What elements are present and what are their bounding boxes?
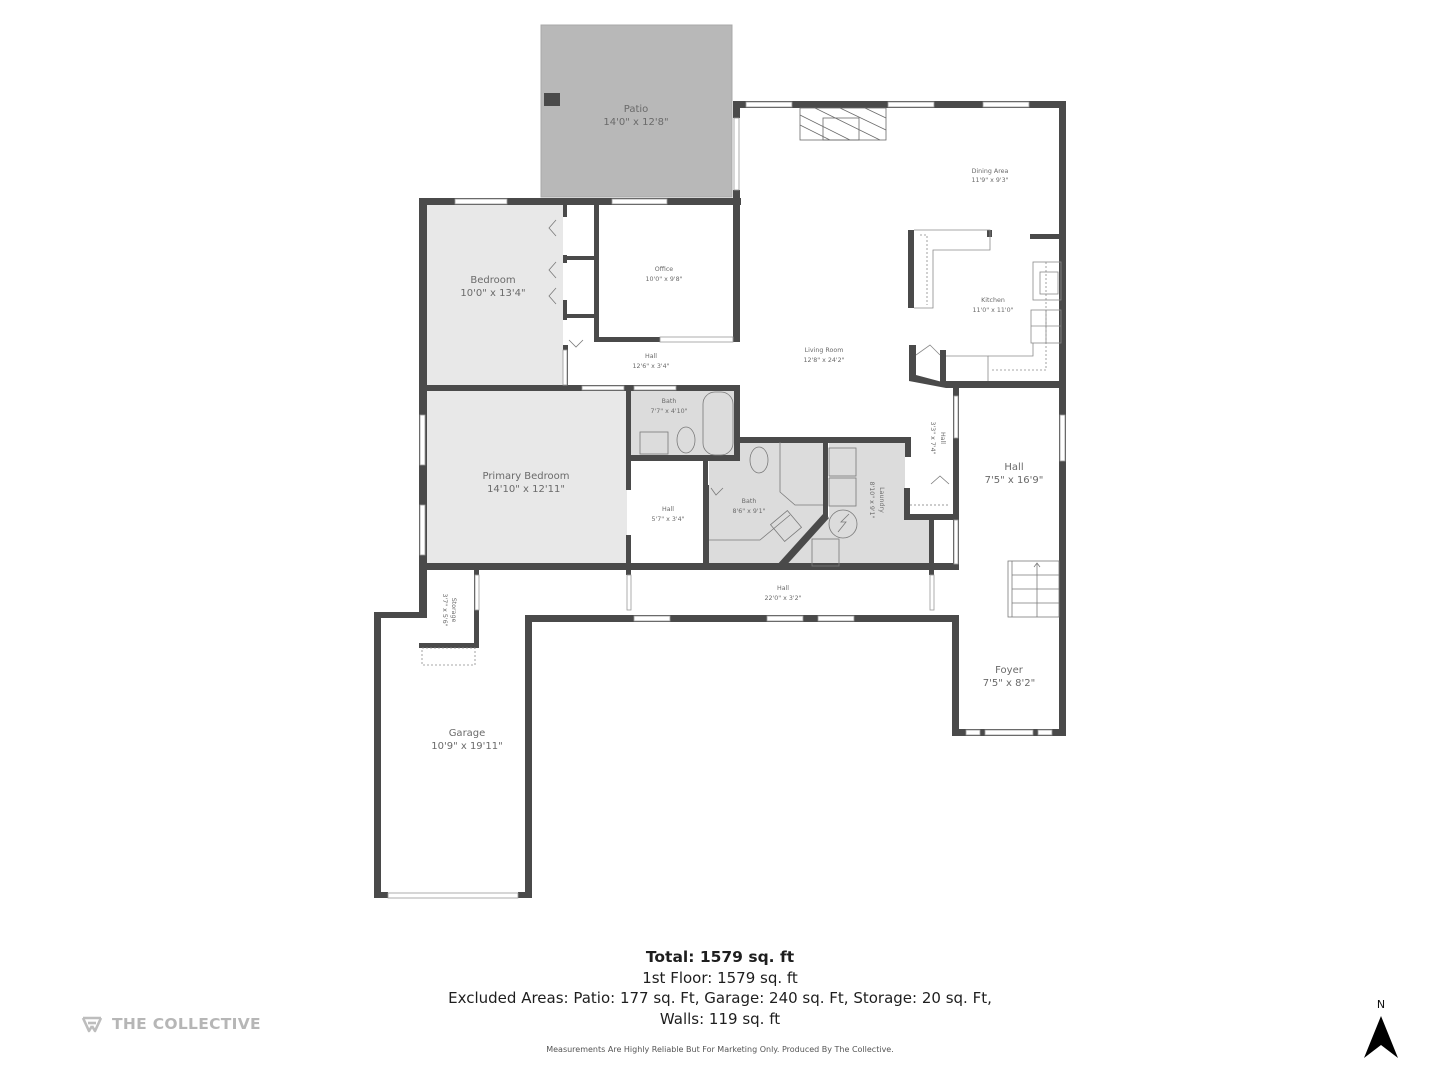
primary-bedroom-fill (427, 390, 627, 565)
room-dims-hall-small: 3'3" x 7'4" (929, 421, 936, 454)
room-name-hall-upper: Hall (645, 353, 657, 360)
collective-logo-icon (81, 1016, 103, 1033)
room-name-hall-mid: Hall (662, 506, 674, 513)
floor-plan: Patio 14'0" x 12'8" Dining Area 11'9" x … (374, 24, 1066, 899)
room-name-foyer: Foyer (995, 665, 1024, 676)
fireplace (799, 107, 887, 141)
room-name-garage: Garage (449, 728, 486, 739)
bath-fixtures (548, 219, 950, 567)
patio (540, 24, 733, 198)
room-name-patio: Patio (624, 104, 649, 115)
bedroom-fill (427, 205, 563, 385)
room-dims-garage: 10'9" x 19'11" (431, 741, 503, 752)
room-name-living: Living Room (805, 347, 844, 354)
room-dims-hall-right: 7'5" x 16'9" (985, 475, 1044, 486)
room-name-primary-bedroom: Primary Bedroom (482, 471, 569, 482)
north-label: N (1376, 998, 1386, 1011)
bath2-fill (709, 442, 823, 566)
room-dims-patio: 14'0" x 12'8" (603, 117, 668, 128)
room-dims-hall-upper: 12'6" x 3'4" (632, 363, 669, 370)
room-dims-hall-lower: 22'0" x 3'2" (764, 595, 801, 602)
disclaimer: Measurements Are Highly Reliable But For… (546, 1045, 894, 1054)
room-dims-foyer: 7'5" x 8'2" (983, 678, 1035, 689)
walls-area: Walls: 119 sq. ft (659, 1010, 781, 1028)
room-dims-storage: 3'7" x 5'6" (441, 593, 448, 626)
room-dims-bedroom: 10'0" x 13'4" (460, 288, 525, 299)
room-name-storage: Storage (450, 598, 457, 623)
room-name-hall-right: Hall (1004, 462, 1023, 473)
floor-area: 1st Floor: 1579 sq. ft (642, 969, 798, 987)
room-name-office: Office (655, 266, 674, 273)
room-name-bath2: Bath (742, 498, 757, 505)
room-dims-office: 10'0" x 9'8" (645, 276, 682, 283)
brand-name: THE COLLECTIVE (112, 1015, 261, 1033)
laundry-cabinet-fill (904, 520, 930, 566)
room-dims-primary-bedroom: 14'10" x 12'11" (487, 484, 565, 495)
north-compass: N (1356, 998, 1406, 1062)
excluded-areas: Excluded Areas: Patio: 177 sq. Ft, Garag… (448, 989, 992, 1007)
room-name-hall-small: Hall (939, 432, 946, 444)
room-name-dining: Dining Area (972, 168, 1009, 175)
kitchen-counter (914, 229, 1062, 381)
room-name-laundry: Laundry (878, 487, 885, 513)
room-name-bedroom: Bedroom (470, 275, 515, 286)
room-dims-hall-mid: 5'7" x 3'4" (651, 516, 684, 523)
total-area: Total: 1579 sq. ft (645, 948, 795, 966)
room-dims-laundry: 8'10" x 9'1" (868, 481, 875, 518)
stairs (1007, 560, 1060, 618)
storage-opening (421, 647, 476, 666)
room-name-bath1: Bath (662, 398, 677, 405)
room-name-hall-lower: Hall (777, 585, 789, 592)
room-dims-kitchen: 11'0" x 11'0" (972, 307, 1013, 314)
north-arrow-icon (1364, 1016, 1398, 1058)
room-dims-bath1: 7'7" x 4'10" (650, 408, 687, 415)
room-dims-dining: 11'9" x 9'3" (971, 177, 1008, 184)
brand-logo: THE COLLECTIVE (80, 1013, 261, 1035)
room-dims-bath2: 8'6" x 9'1" (732, 508, 765, 515)
room-name-kitchen: Kitchen (981, 297, 1005, 304)
windows (387, 101, 1066, 899)
room-dims-living: 12'8" x 24'2" (803, 357, 844, 364)
